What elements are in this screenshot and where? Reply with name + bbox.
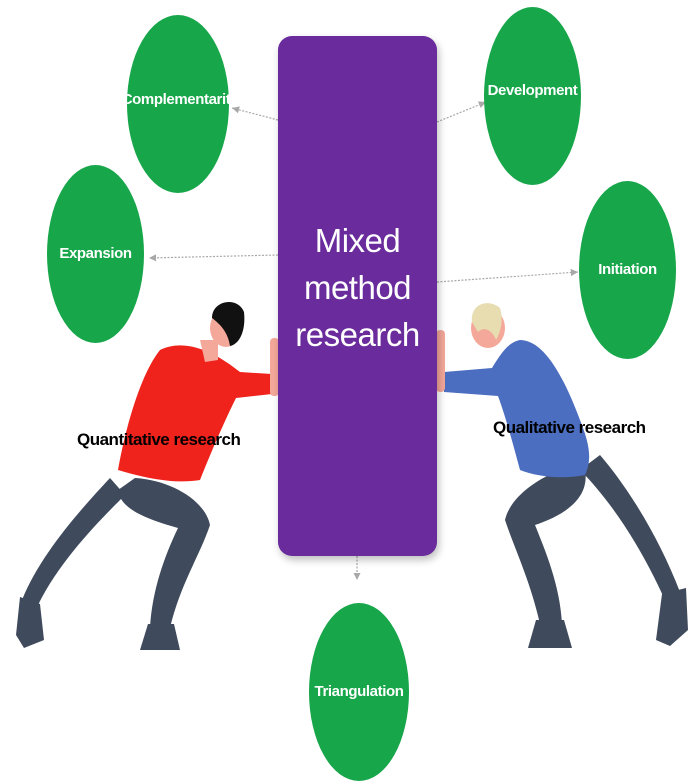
center-title-line-3: research [295,315,420,353]
center-title: Mixed method research [278,218,437,359]
arrow-to-complementarity [231,106,279,121]
left-front-shoe [140,624,180,650]
label-quantitative-research: Quantitative research [77,430,241,449]
left-back-leg [22,478,125,605]
center-title-line-2: method [303,268,412,306]
node-triangulation: Triangulation [309,603,409,781]
person-quantitative-illustration [16,301,279,650]
right-front-shoe [528,620,572,648]
arrow-to-initiation [436,268,579,283]
left-back-shoe [16,597,44,648]
node-expansion: Expansion [47,165,144,343]
left-hair [212,301,245,346]
right-back-leg [580,455,680,598]
right-front-leg [505,470,586,624]
left-hand [270,338,279,396]
right-back-shoe [656,588,688,646]
right-hair [471,303,502,340]
label-qualitative-research: Qualitative research [493,418,646,437]
person-qualitative-illustration [436,303,688,648]
right-hand [436,330,445,392]
left-neck [200,340,218,362]
node-initiation-label: Initiation [598,260,657,278]
node-initiation: Initiation [579,181,676,359]
center-title-line-1: Mixed [314,222,401,259]
right-torso-shirt [444,340,590,478]
mixed-method-research-box [278,36,437,556]
left-torso-shirt [118,345,272,482]
arrow-to-expansion [148,254,279,262]
node-complementarity: Complementarity [122,15,239,193]
arrow-to-development [436,101,487,123]
node-development-label: Development [487,81,578,99]
node-complementarity-label: Complementarity [121,90,239,108]
node-development: Development [484,7,581,185]
node-expansion-label: Expansion [59,244,132,262]
node-triangulation-label: Triangulation [314,682,404,700]
left-front-leg [118,478,210,628]
